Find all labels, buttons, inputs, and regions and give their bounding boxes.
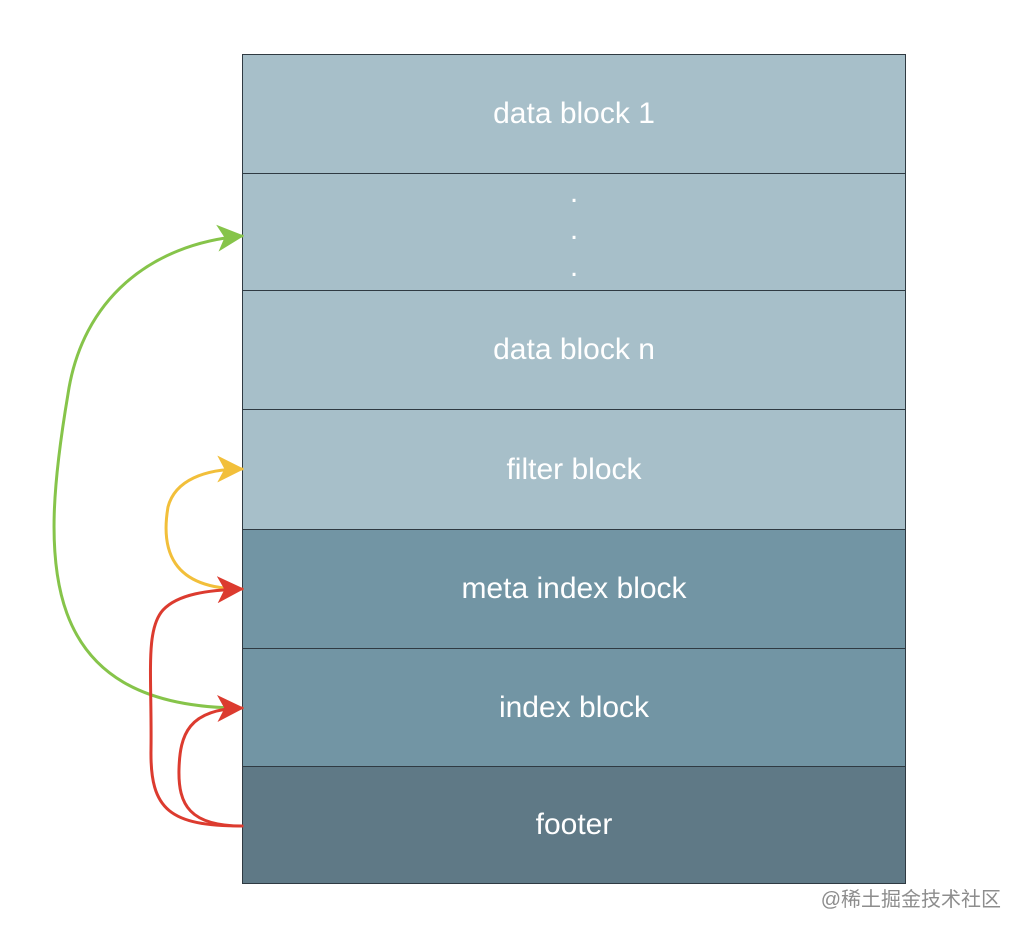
ellipsis-dot-1: . xyxy=(569,176,579,209)
filter-block: filter block xyxy=(243,409,905,529)
data-block-1-label: data block 1 xyxy=(493,97,655,130)
footer-to-index-arrow xyxy=(177,694,245,828)
data-block-1: data block 1 xyxy=(243,55,905,173)
block-stack: data block 1 . . . data block n filter b… xyxy=(242,54,906,884)
footer-block-label: footer xyxy=(535,808,613,841)
meta-index-block: meta index block xyxy=(243,529,905,648)
filter-block-label: filter block xyxy=(506,452,642,486)
ellipsis-dot-3: . xyxy=(569,250,579,283)
data-block-n: data block n xyxy=(243,290,905,409)
index-block-label: index block xyxy=(498,690,650,724)
index-block: index block xyxy=(243,648,905,766)
ellipsis-dot-2: . xyxy=(569,213,579,246)
meta-index-block-label: meta index block xyxy=(461,572,687,605)
watermark: @稀土掘金技术社区 xyxy=(820,889,1001,911)
footer-block: footer xyxy=(243,766,905,883)
footer-to-meta-index-arrow xyxy=(148,576,245,828)
vertical-ellipsis: . . . xyxy=(570,178,578,282)
index-to-data-arrow xyxy=(52,224,245,710)
meta-index-to-filter-arrow xyxy=(164,455,245,591)
data-block-n-label: data block n xyxy=(493,333,655,366)
data-block-ellipsis: . . . xyxy=(243,173,905,290)
